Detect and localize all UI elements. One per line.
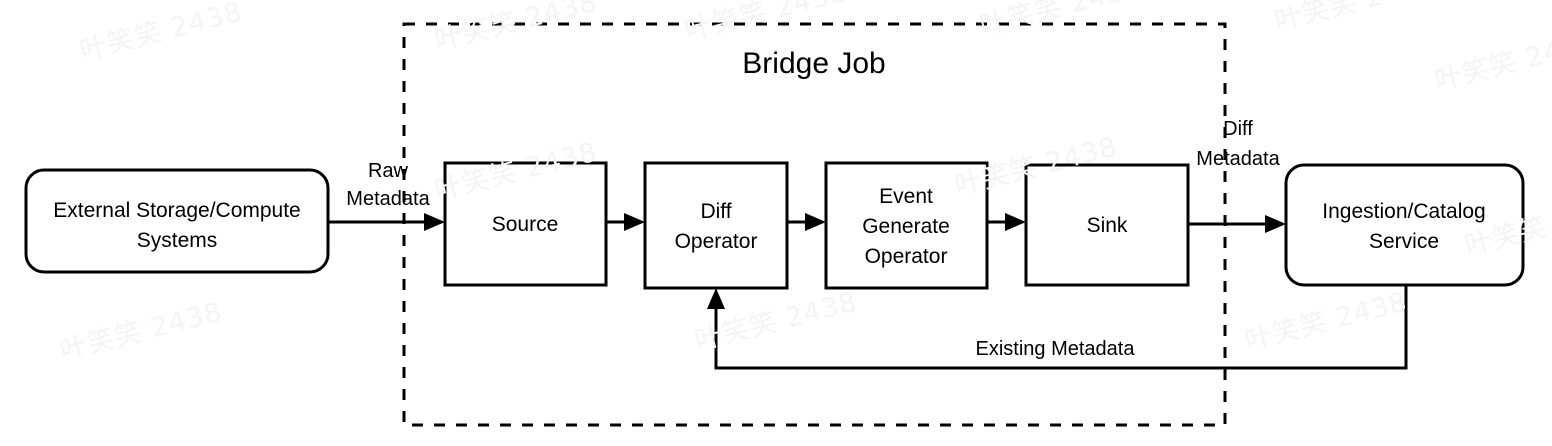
node-ingestion-shape — [1284, 163, 1525, 287]
node-external-label-line1: External Storage/Compute — [53, 199, 300, 222]
edge-external-to-source: Raw Metadata — [328, 160, 445, 231]
node-ingestion-label-line1: Ingestion/Catalog — [1322, 200, 1485, 223]
edge-source-to-diff-operator — [606, 213, 645, 231]
node-diff-operator[interactable]: Diff Operator — [643, 161, 789, 290]
node-event-generate-operator[interactable]: Event Generate Operator — [824, 161, 989, 290]
node-ingestion-catalog-service[interactable]: Ingestion/Catalog Service — [1284, 163, 1525, 287]
node-diff-operator-shape — [643, 161, 789, 290]
edge-sink-to-ingestion: Diff Metadata — [1188, 118, 1286, 233]
bridge-job-title: Bridge Job — [742, 47, 885, 80]
node-event-generate-operator-shape — [824, 161, 989, 290]
node-sink-label: Sink — [1087, 214, 1128, 237]
node-source[interactable]: Source — [443, 161, 608, 287]
node-sink[interactable]: Sink — [1024, 163, 1190, 287]
edge-label-raw-metadata-line2: Metadata — [346, 188, 430, 210]
edge-label-existing-metadata: Existing Metadata — [976, 338, 1136, 360]
edge-existing-metadata-path — [714, 285, 1408, 370]
node-event-generate-operator-label-line2: Generate — [862, 215, 950, 238]
edge-label-diff-metadata-line2: Metadata — [1196, 148, 1280, 170]
edge-sink-to-ingestion-arrowhead — [1265, 215, 1286, 233]
node-sink-shape — [1024, 163, 1190, 287]
edge-ingestion-to-diff-operator-feedback: Existing Metadata — [707, 285, 1408, 370]
node-external-storage-compute-systems[interactable]: External Storage/Compute Systems — [24, 168, 330, 274]
node-source-shape — [443, 161, 608, 287]
node-event-generate-operator-label-line1: Event — [879, 185, 933, 208]
node-external-label-line2: Systems — [137, 229, 218, 252]
edge-external-to-source-arrowhead — [424, 213, 445, 231]
edge-diff-operator-to-event-generate-operator — [787, 213, 826, 231]
node-ingestion-label-line2: Service — [1369, 230, 1439, 253]
node-event-generate-operator-label-line3: Operator — [865, 245, 948, 268]
edge-diff-to-event-arrowhead — [805, 213, 826, 231]
edge-event-generate-operator-to-sink — [987, 213, 1026, 231]
edge-existing-metadata-arrowhead — [707, 288, 725, 309]
edge-label-raw-metadata-line1: Raw — [368, 160, 409, 182]
edge-event-to-sink-arrowhead — [1005, 213, 1026, 231]
edge-source-to-diff-arrowhead — [624, 213, 645, 231]
node-source-label: Source — [492, 213, 559, 236]
edge-label-diff-metadata-line1: Diff — [1223, 118, 1253, 140]
node-diff-operator-label-line2: Operator — [675, 230, 758, 253]
node-diff-operator-label-line1: Diff — [700, 200, 731, 223]
